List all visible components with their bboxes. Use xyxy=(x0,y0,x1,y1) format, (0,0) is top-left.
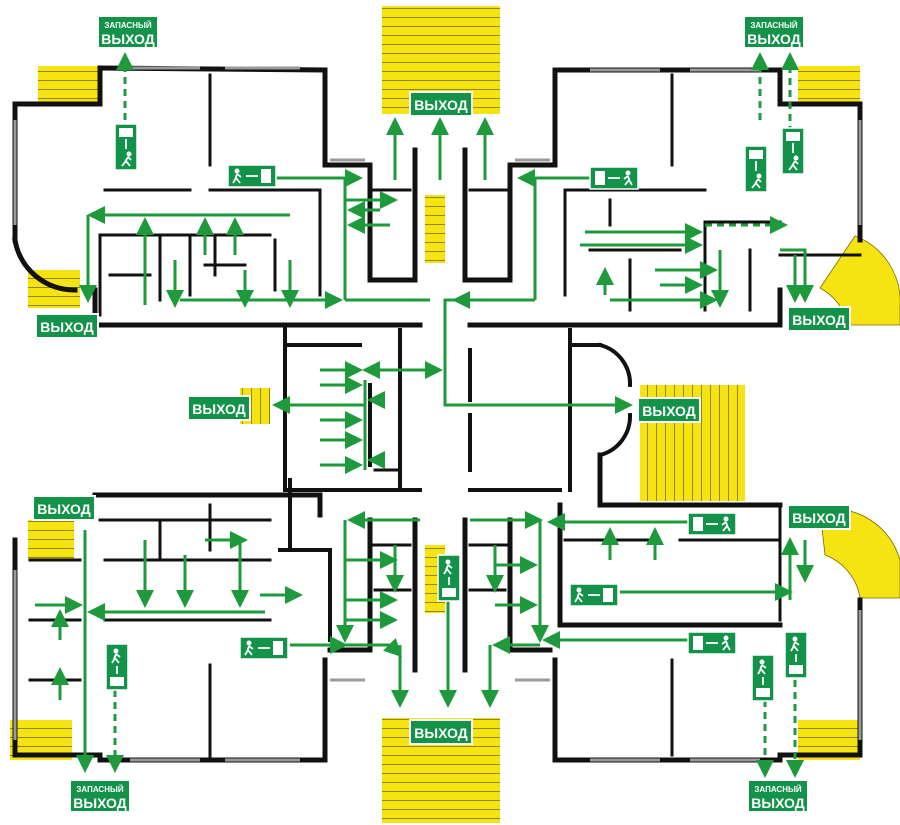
exit-sign-left-mid: ВЫХОД xyxy=(35,313,99,339)
exit-sign-text: ВЫХОД xyxy=(747,31,800,47)
stair-left-lower xyxy=(28,520,74,560)
exit-sign-right-east: ВЫХОД xyxy=(637,397,701,423)
exit-sign-left-west: ВЫХОД xyxy=(187,395,251,421)
exit-sign-text: ВЫХОД xyxy=(792,510,845,526)
running-man-icon xyxy=(569,583,619,607)
spare-exit-sign-top-right: ЗАПАСНЫЙ ВЫХОД xyxy=(743,15,805,49)
running-man-icon xyxy=(687,631,737,655)
running-man-icon xyxy=(114,123,138,171)
running-man-icon xyxy=(105,643,129,691)
evacuation-arrows xyxy=(35,52,814,778)
spare-exit-sign-top-left: ЗАПАСНЫЙ ВЫХОД xyxy=(97,15,159,49)
exit-sign-text: ВЫХОД xyxy=(37,501,90,517)
spare-exit-sign-bottom-right: ЗАПАСНЫЙ ВЫХОД xyxy=(747,779,809,813)
exit-sign-bottom-center: ВЫХОД xyxy=(409,719,473,745)
running-man-icon xyxy=(239,636,289,660)
running-man-icon xyxy=(751,654,775,702)
spare-exit-sign-bottom-left: ЗАПАСНЫЙ ВЫХОД xyxy=(69,779,131,813)
exit-sign-text: ВЫХОД xyxy=(73,795,126,811)
running-man-icon xyxy=(687,512,737,536)
exit-sign-text: ВЫХОД xyxy=(40,319,93,335)
stair-top-right xyxy=(798,66,860,106)
exit-sign-text: ВЫХОД xyxy=(751,795,804,811)
spare-exit-sign-text: ЗАПАСНЫЙ xyxy=(104,21,151,30)
exit-sign-text: ВЫХОД xyxy=(642,403,695,419)
exit-sign-text: ВЫХОД xyxy=(792,312,845,328)
exit-sign-text: ВЫХОД xyxy=(414,725,467,741)
exit-sign-text: ВЫХОД xyxy=(101,31,154,47)
exit-sign-left-lower: ВЫХОД xyxy=(32,495,96,521)
stair-top-left xyxy=(38,66,100,106)
spare-exit-sign-text: ЗАПАСНЫЙ xyxy=(76,785,123,794)
spare-exit-sign-text: ЗАПАСНЫЙ xyxy=(754,785,801,794)
running-man-icon xyxy=(744,145,768,193)
running-man-icon xyxy=(589,166,639,190)
exit-sign-text: ВЫХОД xyxy=(414,97,467,113)
exit-sign-right-top: ВЫХОД xyxy=(787,306,851,332)
exit-sign-text: ВЫХОД xyxy=(192,401,245,417)
windows xyxy=(13,66,862,762)
running-man-icon xyxy=(781,127,805,175)
running-man-icon xyxy=(227,164,277,188)
running-man-icon xyxy=(784,631,808,679)
exit-sign-top-center: ВЫХОД xyxy=(409,91,473,117)
spare-exit-sign-text: ЗАПАСНЫЙ xyxy=(750,21,797,30)
stair-inner-top xyxy=(425,195,445,263)
exit-sign-right-lower: ВЫХОД xyxy=(787,504,851,530)
running-man-icon xyxy=(437,554,461,602)
stair-spiral-top-right xyxy=(819,235,900,326)
